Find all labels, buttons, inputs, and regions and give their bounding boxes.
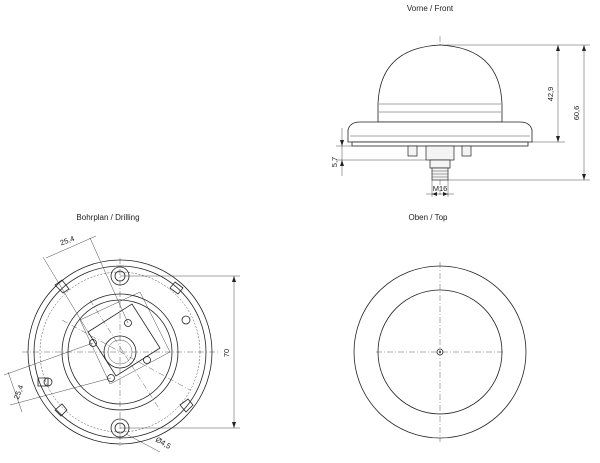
dim-dome-height: 42,9 (546, 87, 555, 102)
dim-base-height: 5,7 (330, 157, 339, 167)
drilling-small-hole-1 (124, 319, 132, 327)
dim-line-hole-spacing-top (45, 235, 97, 259)
drilling-hole-left[interactable] (43, 377, 53, 387)
dim-hole-spacing-left: 25,4 (12, 384, 25, 401)
front-connector-nut (429, 159, 451, 169)
drilling-small-hole-3 (143, 356, 151, 364)
drilling-small-hole-2 (89, 339, 97, 347)
dim-thread: M16 (433, 184, 448, 193)
dim-hole-spacing-top: 25,4 (59, 234, 76, 247)
front-stud-left (407, 145, 418, 157)
front-bottom-plate (351, 141, 529, 147)
drilling-small-hole-4 (107, 374, 115, 382)
dim-diameter-70: 70 (222, 349, 231, 357)
front-stud-right (461, 145, 472, 157)
dim-total-height: 60,6 (572, 106, 581, 121)
dim-line-hole-diameter (125, 433, 161, 453)
top-view-title: Oben / Top (409, 213, 449, 222)
front-dome (377, 44, 503, 123)
drilling-view: Bohrplan / Drilling (3, 213, 240, 453)
drilling-hole-right[interactable] (181, 315, 191, 325)
front-connector-body (425, 145, 455, 161)
front-view: Vorne / Front 42,9 60,6 (330, 4, 590, 197)
top-view: Oben / Top (353, 213, 527, 442)
front-view-title: Vorne / Front (407, 4, 454, 13)
drilling-view-title: Bohrplan / Drilling (76, 213, 139, 222)
dim-hole-diameter: Ø4,5 (154, 435, 173, 451)
dim-line-hole-spacing-left (7, 371, 23, 413)
front-base-flange (347, 121, 533, 143)
